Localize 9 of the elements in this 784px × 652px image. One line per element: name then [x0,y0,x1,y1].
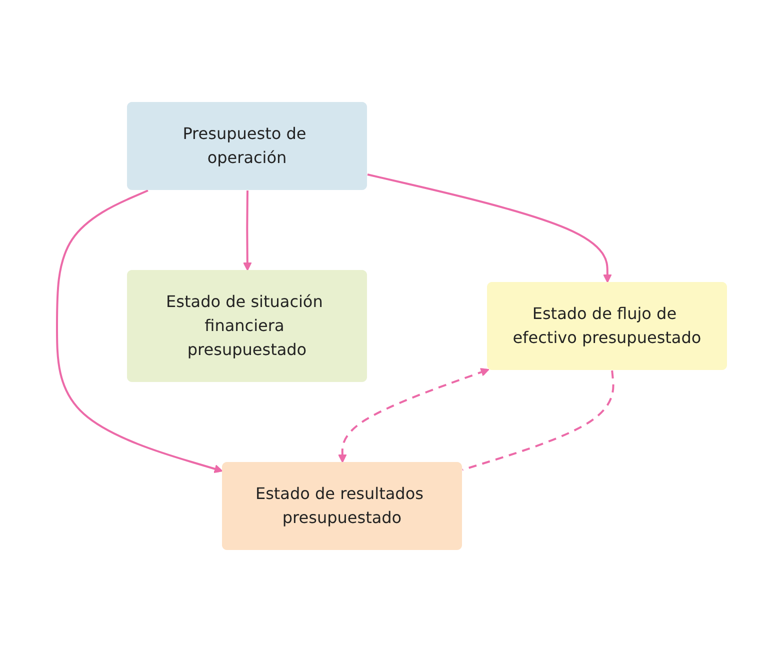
node-box: Estado de flujo de efectivo presupuestado [487,282,727,370]
node-box: Presupuesto de operación [127,102,367,190]
connector [462,370,614,471]
arrow [243,190,252,271]
arrow [338,368,490,463]
node-box: Estado de resultados presupuestado [222,462,462,550]
arrow [367,174,612,283]
node-box: Estado de situación financiera presupuestado [127,270,367,382]
arrow [56,190,223,474]
